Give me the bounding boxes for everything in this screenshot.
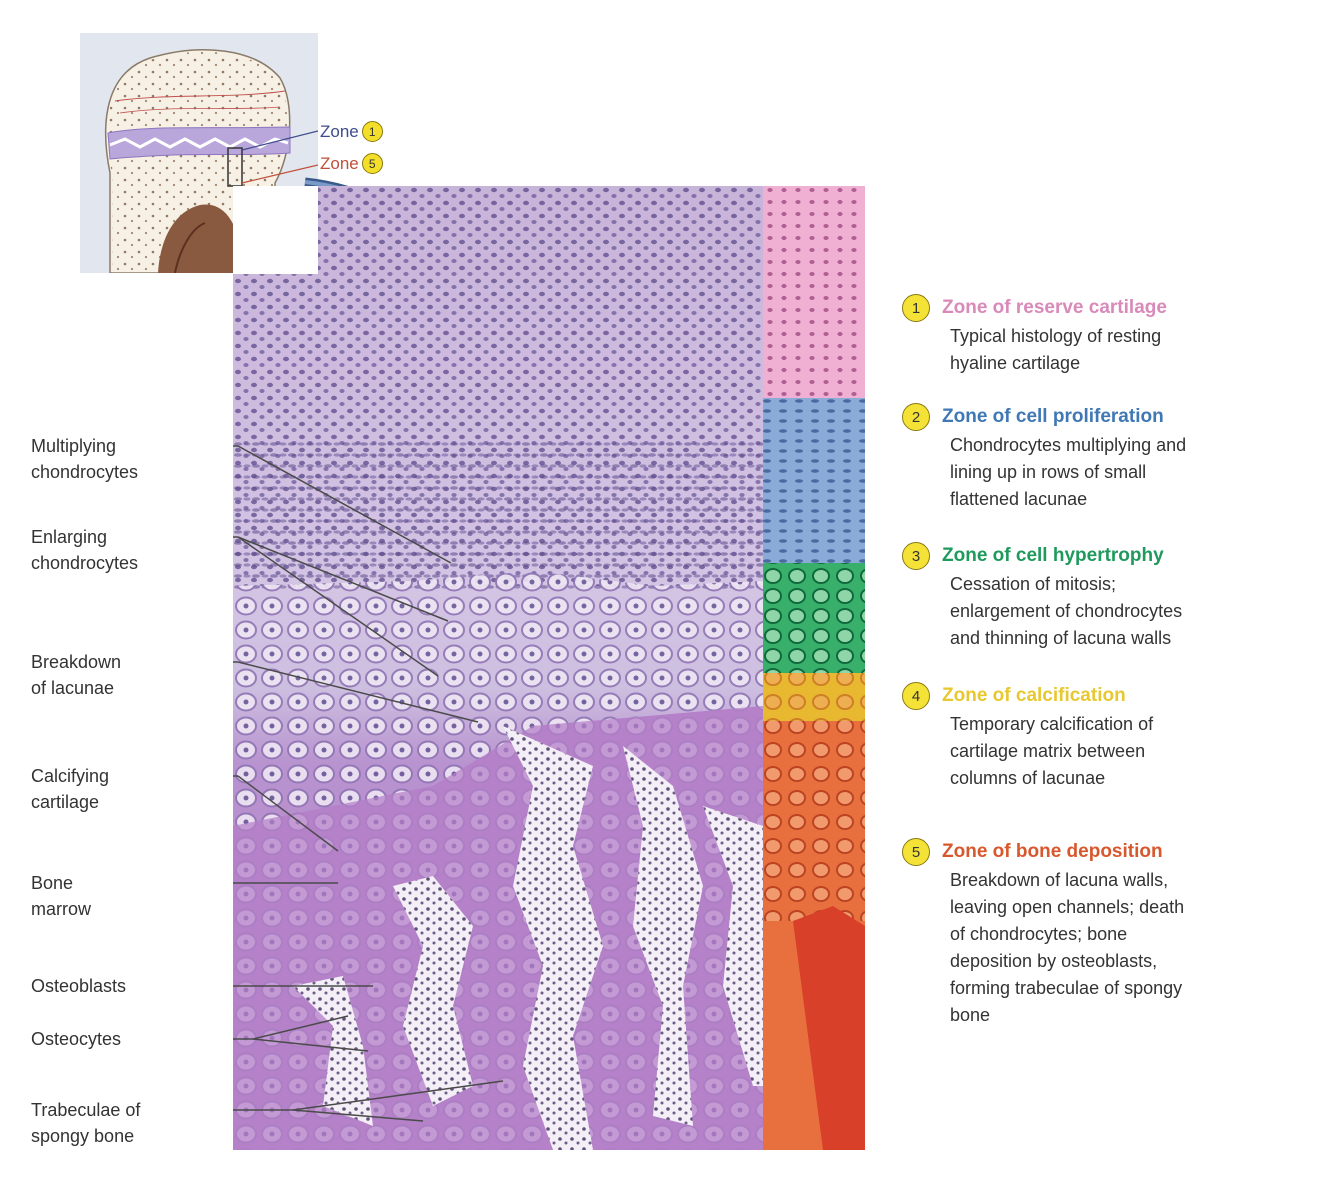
zone-3-description: 3 Zone of cell hypertrophy Cessation of …	[902, 542, 1302, 652]
label-enlarging-chondrocytes: Enlarging chondrocytes	[31, 527, 139, 573]
zone-5-description: 5 Zone of bone deposition Breakdown of l…	[902, 838, 1302, 1029]
zone-4-description: 4 Zone of calcification Temporary calcif…	[902, 682, 1302, 792]
zone-title: Zone of cell hypertrophy	[942, 545, 1164, 566]
label-osteocytes: Osteocytes	[31, 1029, 122, 1049]
zone-1-description: 1 Zone of reserve cartilage Typical hist…	[902, 294, 1302, 377]
zone-title: Zone of reserve cartilage	[942, 297, 1167, 318]
zone-color-strip	[763, 186, 865, 1150]
label-calcifying-cartilage: Calcifying cartilage	[31, 766, 110, 812]
zone-description: Typical histology of resting hyaline car…	[950, 326, 1162, 373]
zone-number-badge: 1	[902, 294, 930, 322]
zone-description: Chondrocytes multiplying and lining up i…	[950, 435, 1187, 509]
zone-ref-number: 1	[361, 121, 383, 142]
zone-number-badge: 5	[902, 838, 930, 866]
zone-ref-label: Zone	[320, 153, 359, 173]
label-trabeculae: Trabeculae of spongy bone	[31, 1100, 141, 1146]
zone-number-badge: 4	[902, 682, 930, 710]
growth-plate-band	[107, 126, 291, 160]
zone-description: Cessation of mitosis; enlargement of cho…	[950, 574, 1183, 648]
zone-description: Breakdown of lacuna walls, leaving open …	[950, 870, 1185, 1025]
zone-description: Temporary calcification of cartilage mat…	[950, 714, 1154, 788]
marrow-channels	[293, 726, 763, 1150]
zone-ref-number: 5	[361, 153, 383, 174]
label-bone-marrow: Bone marrow	[31, 873, 92, 919]
zone-number-badge: 3	[902, 542, 930, 570]
zone-title: Zone of calcification	[942, 685, 1126, 706]
leader-lines	[233, 445, 504, 1122]
zone-5-reference: Zone 5	[320, 153, 383, 174]
label-multiplying-chondrocytes: Multiplying chondrocytes	[31, 436, 139, 482]
zone-number-badge: 2	[902, 403, 930, 431]
zone-2-description: 2 Zone of cell proliferation Chondrocyte…	[902, 403, 1302, 513]
growth-plate-micrograph	[233, 186, 865, 1150]
zone-title: Zone of cell proliferation	[942, 406, 1164, 427]
zone-1-reference: Zone 1	[320, 121, 383, 142]
label-breakdown-of-lacunae: Breakdown of lacunae	[31, 652, 122, 698]
label-osteoblasts: Osteoblasts	[31, 976, 127, 996]
zone-ref-label: Zone	[320, 121, 359, 141]
zone-title: Zone of bone deposition	[942, 841, 1163, 862]
